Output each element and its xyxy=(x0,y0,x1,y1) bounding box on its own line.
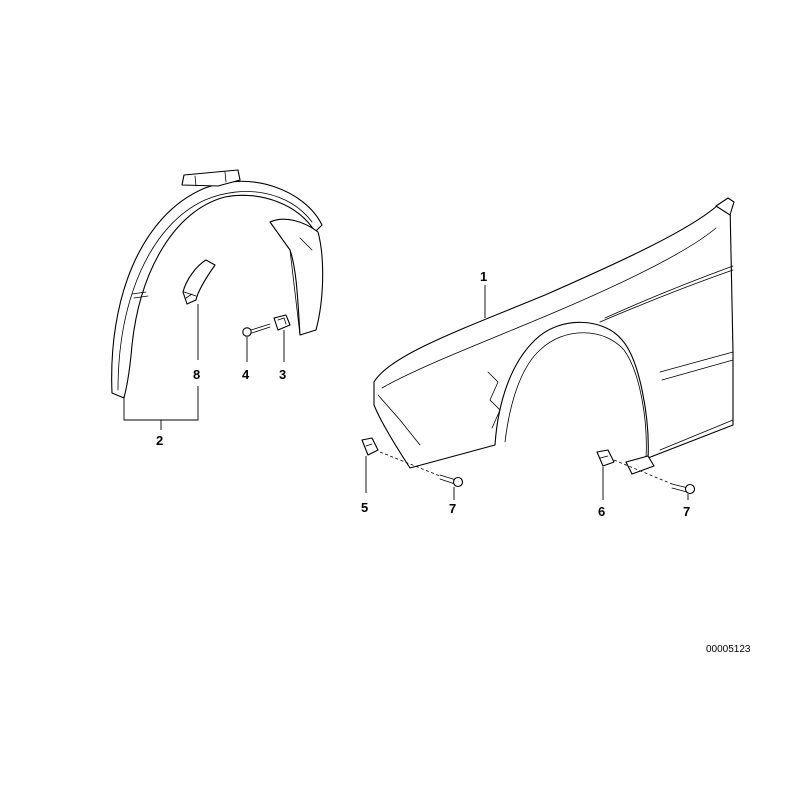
callout-7-rear: 7 xyxy=(683,504,691,519)
callout-6: 6 xyxy=(598,504,606,519)
leader-lines xyxy=(123,285,689,500)
clip-nut-6 xyxy=(596,449,615,467)
callout-5: 5 xyxy=(361,500,369,515)
callout-8: 8 xyxy=(193,367,201,382)
callout-4: 4 xyxy=(242,367,250,382)
screw-4 xyxy=(242,323,271,337)
expanding-nut xyxy=(273,314,291,331)
callout-1: 1 xyxy=(480,269,488,284)
document-id: 00005123 xyxy=(706,644,751,655)
callout-3: 3 xyxy=(279,367,287,382)
callout-7-front: 7 xyxy=(449,501,457,516)
callout-2: 2 xyxy=(156,433,164,448)
sealing-strip xyxy=(182,259,216,305)
screw-7-rear xyxy=(671,483,696,495)
clip-nut-5 xyxy=(361,437,379,456)
wheel-arch-liner xyxy=(111,169,324,399)
screw-7-front xyxy=(439,474,464,488)
front-fender xyxy=(373,197,735,475)
